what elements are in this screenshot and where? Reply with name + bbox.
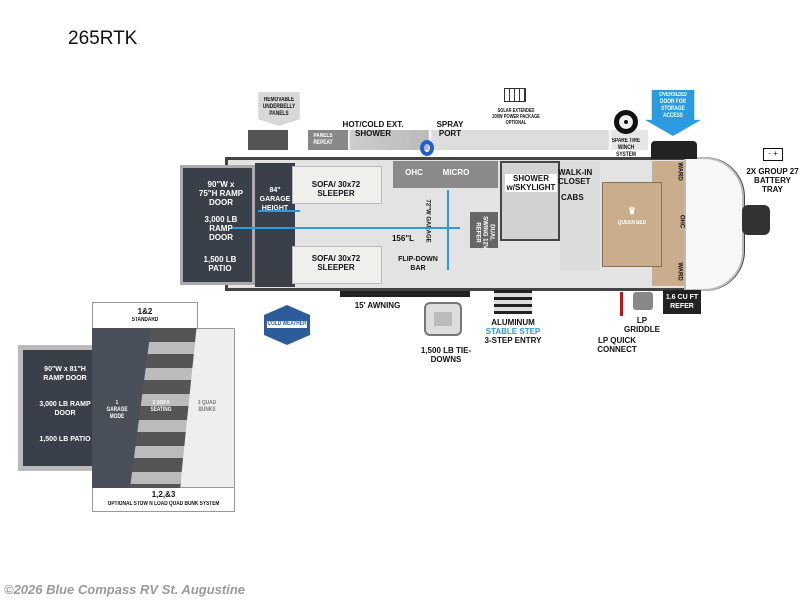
inset-header-box (92, 302, 198, 332)
patio-label: 1,500 LB PATIO (203, 255, 237, 273)
bathroom (500, 161, 560, 241)
queen-bed (602, 182, 662, 267)
inset-mode-3: 3 QUAD BUNKS (197, 400, 217, 413)
sofa-bottom-label: SOFA/ 30x72 SLEEPER (311, 254, 361, 272)
inset-ramp-door (18, 345, 92, 471)
length-label: 156"L (391, 234, 415, 243)
underbelly-label: REMOVABLE UNDERBELLY PANELS (262, 97, 296, 117)
inset-patio: 1,500 LB PATIO (39, 436, 91, 443)
tie-down-icon (424, 302, 462, 336)
spare-tire-icon (614, 110, 638, 134)
inset-header-text: STANDARD (131, 317, 159, 323)
flip-bar-label: FLIP-DOWN BAR (398, 256, 438, 272)
sofa-top-label: SOFA/ 30x72 SLEEPER (311, 180, 361, 198)
ramp-door (180, 165, 255, 285)
garage-height-arrow (258, 210, 300, 212)
crown-icon: ♛ (628, 206, 636, 217)
hitch-icon (742, 205, 770, 235)
ward-bottom-label: WARD (676, 262, 683, 281)
panels-repeat-label: PANELS REPEAT (313, 133, 333, 146)
shower-label: SHOWER w/SKYLIGHT (505, 174, 557, 192)
solar-label: SOLAR EXTENDED 200W POWER PACKAGE OPTION… (492, 108, 540, 126)
inset-footer-num: 1,2,&3 (151, 490, 176, 499)
bed-label: QUEEN BED (617, 220, 647, 226)
width-label: 72"W GARAGE (424, 199, 431, 243)
step-label-2: STABLE STEP (485, 327, 541, 336)
spray-port-hose-icon (420, 140, 434, 156)
solar-panel-icon (504, 88, 526, 102)
kitchen-counter (393, 161, 498, 188)
entry-steps-icon (494, 290, 532, 314)
step-label-1: ALUMINUM (491, 318, 535, 327)
refer-unit (470, 212, 498, 248)
model-title: 265RTK (68, 28, 138, 49)
sofa-bottom (292, 246, 382, 284)
ramp-weight-label: 3,000 LB RAMP DOOR (204, 215, 238, 242)
oversized-door-label: OVERSIZED DOOR FOR STORAGE ACCESS (659, 92, 687, 119)
step-label-3: 3-STEP ENTRY (484, 336, 542, 345)
tiedowns-label: 1,500 LB TIE-DOWNS (420, 346, 472, 364)
garage-height-label: 84" GARAGE HEIGHT (259, 187, 291, 212)
cu-refer-box (663, 290, 701, 314)
ohc-bed-label: OHC (678, 214, 685, 229)
awning-bar (340, 291, 470, 297)
battery-label: 2X GROUP 27 BATTERY TRAY (746, 167, 799, 194)
cu-refer-label: 1.6 CU FT REFER (665, 294, 699, 310)
ward-top-label: WARD (676, 162, 683, 181)
lp-griddle-icon (633, 292, 653, 310)
lp-connect-line (620, 292, 623, 316)
cabs-label: CABS (561, 193, 584, 202)
battery-icon: - + (763, 148, 783, 161)
lp-griddle-label: LP GRIDDLE (624, 316, 660, 334)
cold-weather-label: COLD WEATHER (267, 321, 307, 328)
closet (560, 161, 600, 271)
lp-connect-label: LP QUICK CONNECT (597, 336, 637, 354)
refer-label: DUAL SWING 12V REFER (474, 216, 495, 249)
underbelly-arrow-icon (258, 92, 300, 126)
inset-ramp-weight: 3,000 LB RAMP DOOR (39, 401, 91, 417)
closet-label: WALK-IN CLOSET (558, 168, 593, 186)
ext-shower-label: HOT/COLD EXT. SHOWER (342, 120, 404, 138)
inset-footer-text: OPTIONAL STOW N LOAD QUAD BUNK SYSTEM (107, 501, 220, 507)
inset-footer-box (92, 488, 235, 512)
ohc-label: OHC (405, 168, 423, 177)
length-arrow (232, 227, 460, 229)
storage-door (651, 141, 697, 159)
inset-header-num: 1&2 (137, 307, 153, 316)
inset-ramp-size: 90"W x 81"H RAMP DOOR (43, 366, 87, 382)
spray-port-label: SPRAY PORT (436, 120, 464, 138)
spare-tire-label: SPARE TIRE WINCH SYSTEM (611, 138, 641, 158)
underbelly-strip (248, 130, 648, 150)
front-cap (684, 157, 744, 291)
sofa-top (292, 166, 382, 204)
ramp-size-label: 90"W x 75"H RAMP DOOR (198, 180, 244, 207)
inset-mode-1: 1 GARAGE MODE (106, 400, 128, 420)
awning-label: 15' AWNING (354, 301, 401, 310)
inset-mode-2: 2 SOFA SEATING (150, 400, 172, 413)
micro-label: MICRO (442, 168, 470, 177)
copyright: ©2026 Blue Compass RV St. Augustine (4, 582, 245, 597)
garage-area (255, 163, 295, 287)
width-arrow (447, 190, 449, 270)
